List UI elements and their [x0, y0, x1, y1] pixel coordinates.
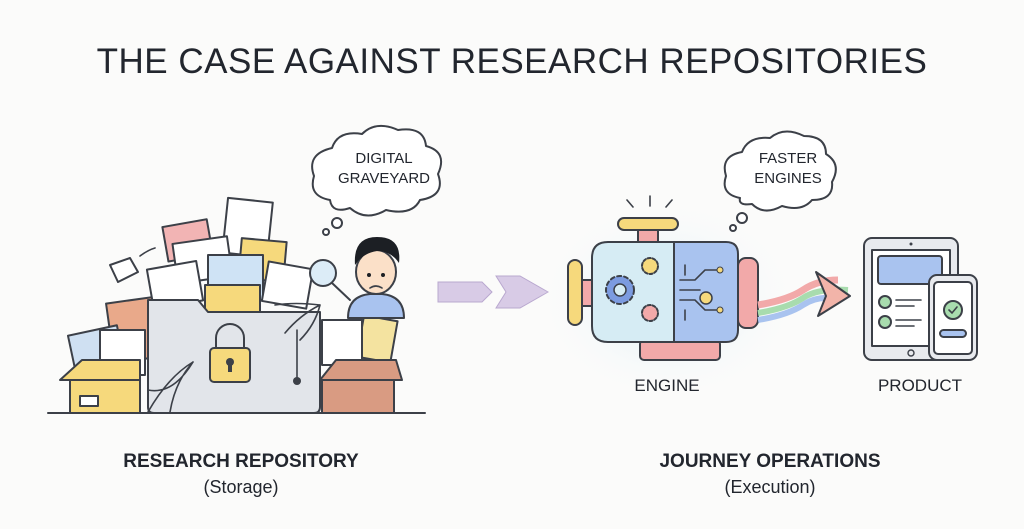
- spider-icon: [293, 377, 301, 385]
- locked-folder-icon: [147, 299, 321, 414]
- gear-icon: [641, 304, 659, 322]
- thought-bubble-faster-engines: FASTER ENGINES: [723, 130, 837, 232]
- journey-operations-sublabel: (Execution): [724, 477, 815, 497]
- papers-pile-icon: [109, 196, 315, 316]
- engine-illustration: ENGINE: [538, 195, 851, 400]
- thought-text-line2: GRAVEYARD: [338, 170, 430, 187]
- research-repository-illustration: DIGITAL GRAVEYARD: [47, 124, 442, 414]
- repository-label: RESEARCH REPOSITORY: [123, 451, 359, 472]
- thought-text-line2: ENGINES: [754, 170, 822, 187]
- check-icon: [878, 315, 892, 329]
- thought-text-line1: DIGITAL: [355, 150, 412, 167]
- page-title: THE CASE AGAINST RESEARCH REPOSITORIES: [97, 42, 928, 81]
- thought-text-line1: FASTER: [759, 150, 818, 167]
- repository-sublabel: (Storage): [203, 477, 278, 497]
- journey-operations-label: JOURNEY OPERATIONS: [659, 451, 880, 472]
- check-icon: [878, 295, 892, 309]
- cardboard-box-left-icon: [59, 295, 163, 414]
- product-devices-icon: PRODUCT: [863, 237, 978, 395]
- flow-arrows-icon: [437, 275, 550, 309]
- product-label: PRODUCT: [878, 376, 962, 395]
- person-with-magnifier-icon: [309, 237, 405, 319]
- circuit-icon: [679, 264, 724, 321]
- engine-label: ENGINE: [634, 376, 699, 395]
- cardboard-box-right-icon: [319, 314, 403, 414]
- gear-icon: [641, 257, 659, 275]
- check-icon: [943, 300, 963, 320]
- thought-bubble-digital-graveyard: DIGITAL GRAVEYARD: [311, 124, 442, 236]
